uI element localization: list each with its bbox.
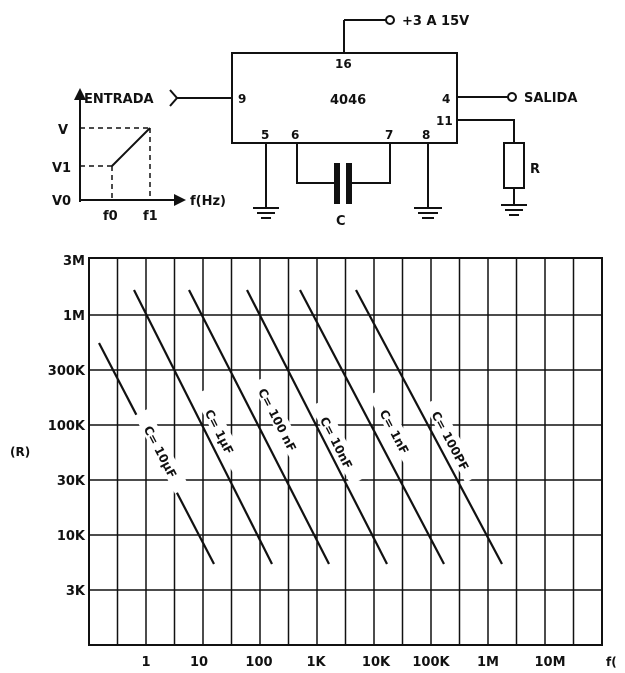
transfer-label-f0: f0 [103, 209, 118, 224]
chart-series-line [188, 289, 330, 565]
ground-icon-pin5 [253, 207, 279, 219]
chart-x-tick-label: 10 [190, 655, 208, 670]
pin-6-label: 6 [291, 128, 299, 142]
input-arrow-icon [169, 89, 179, 107]
capacitor-label: C [336, 214, 346, 229]
resistor-r [503, 142, 525, 189]
chart-y-tick-label: 30K [57, 474, 86, 489]
chart-x-tick-label: 1 [141, 655, 150, 670]
chart-series-label: C= 100PF [429, 409, 472, 473]
pin-8-label: 8 [422, 128, 430, 142]
transfer-label-f1: f1 [143, 209, 158, 224]
chart-series-label-bg [368, 388, 424, 474]
supply-label: +3 A 15V [402, 14, 469, 29]
chart-x-tick-label: 100 [245, 655, 272, 670]
pin-7-label: 7 [385, 128, 393, 142]
transfer-graph [74, 88, 186, 206]
resistor-label: R [530, 162, 540, 177]
transfer-x-arrow [174, 194, 186, 206]
chart-series-label-bg [134, 408, 190, 494]
chart-y-tick-label: 300K [48, 364, 86, 379]
frequency-resistance-chart: 3M 1M 300K 100K 30K 10K 3K 1 10 100 1K 10K 100K 1M 10M… [10, 254, 617, 670]
chart-series-label: C= 100 nF [255, 386, 299, 454]
chart-x-axis-label: f( [606, 655, 617, 669]
chart-y-axis-label: (R) [10, 445, 30, 459]
chart-x-tick-label: 1M [477, 655, 499, 670]
pin-9-label: 9 [238, 92, 246, 106]
ground-icon-resistor [501, 204, 527, 216]
transfer-label-v1: V1 [52, 161, 71, 176]
output-terminal [507, 92, 517, 102]
output-label: SALIDA [524, 91, 577, 106]
supply-terminal [385, 15, 395, 25]
chart-series-line [246, 289, 388, 565]
chart-x-tick-label: 10K [362, 655, 391, 670]
pin-4-label: 4 [442, 92, 450, 106]
chart-series-label-bg [310, 399, 365, 485]
transfer-label-v0: V0 [52, 194, 71, 209]
chart-series-label-bg [251, 376, 306, 462]
transfer-x-axis-label: f(Hz) [190, 194, 226, 209]
chart-series-line [133, 289, 273, 565]
cap-wire-right [350, 143, 391, 184]
pin11-wire [457, 119, 515, 143]
chart-series-line [355, 289, 503, 565]
chart-series-line [299, 289, 445, 565]
transfer-y-arrow [74, 88, 86, 100]
transfer-curve [111, 127, 151, 167]
cap-wire-left [296, 143, 336, 184]
chart-series-label-bg [193, 388, 248, 474]
chart-x-tick-label: 100K [412, 655, 450, 670]
input-label: ENTRADA [84, 92, 154, 107]
capacitor-c [334, 163, 352, 204]
chart-series-label-bg [424, 397, 480, 483]
chart-y-tick-label: 100K [48, 419, 86, 434]
transfer-label-v: V [58, 123, 68, 138]
pin-16-label: 16 [335, 57, 352, 71]
pin-11-label: 11 [436, 114, 453, 128]
pin-5-label: 5 [261, 128, 269, 142]
ic-chip-label: 4046 [330, 93, 366, 108]
chart-y-tick-label: 1M [63, 309, 85, 324]
chart-x-tick-label: 1K [306, 655, 326, 670]
chart-y-tick-label: 3M [63, 254, 85, 269]
chart-x-tick-label: 10M [534, 655, 565, 670]
chart-y-tick-label: 10K [57, 529, 86, 544]
ground-icon-pin8 [414, 207, 442, 219]
chart-y-tick-label: 3K [66, 584, 86, 599]
